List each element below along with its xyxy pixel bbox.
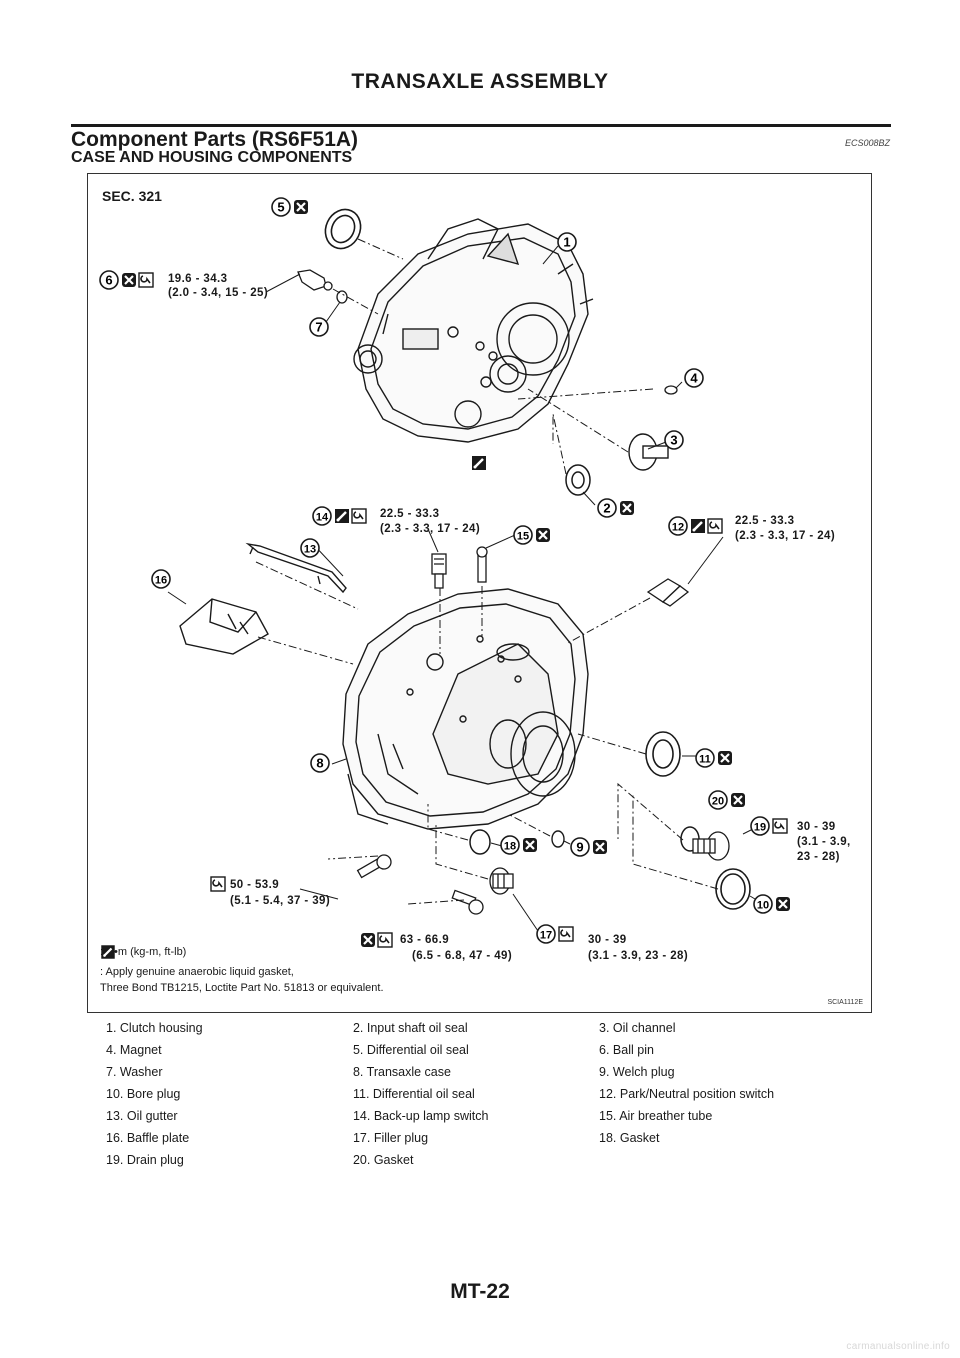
parts-item: 9. Welch plug	[599, 1065, 675, 1079]
parts-item: 12. Park/Neutral position switch	[599, 1087, 775, 1101]
parts-row: 16. Baffle plate 17. Filler plug 18. Gaske…	[106, 1127, 846, 1149]
back-up-lamp-switch-14	[431, 553, 447, 589]
exploded-view-figure: SEC. 321	[87, 173, 872, 1013]
exploded-view-drawing	[167, 208, 766, 932]
differential-oil-seal-5	[324, 208, 362, 250]
sec-label: SEC. 321	[102, 188, 162, 204]
parts-row: 7. Washer 8. Transaxle case 9. Welch plug	[106, 1061, 846, 1083]
ball-pin-6	[297, 269, 333, 291]
title-rule	[71, 124, 891, 127]
parts-item: 20. Gasket	[352, 1153, 414, 1167]
subsection-title: CASE AND HOUSING COMPONENTS	[71, 149, 353, 166]
parts-item: 8. Transaxle case	[352, 1065, 451, 1079]
torque-label-17: 30 - 39(3.1 - 3.9, 23 - 28)	[588, 934, 689, 962]
parts-item: 4. Magnet	[106, 1043, 162, 1057]
legend-torque: : N•m (kg-m, ft-lb)	[100, 944, 384, 960]
parts-list: 1. Clutch housing 2. Input shaft oil seal…	[106, 1017, 846, 1171]
parts-item: 19. Drain plug	[106, 1153, 184, 1167]
watermark: carmanualsonline.info	[846, 1341, 950, 1352]
oil-gutter-13	[245, 542, 347, 594]
gasket-18	[469, 829, 491, 855]
input-shaft-oil-seal-2	[565, 464, 591, 496]
torque-label-bolt-lower: 63 - 66.9(6.5 - 6.8, 47 - 49)	[400, 934, 513, 962]
magnet-4	[664, 385, 678, 395]
parts-item: 13. Oil gutter	[106, 1109, 178, 1123]
legend-gasket-text: : Apply genuine anaerobic liquid gasket,…	[100, 966, 384, 994]
oil-channel-3	[628, 433, 669, 471]
welch-plug-9	[551, 830, 565, 848]
washer-7	[336, 290, 348, 304]
parts-item: 6. Ball pin	[599, 1043, 654, 1057]
park-neutral-position-switch-12	[646, 578, 690, 607]
differential-oil-seal-11	[645, 731, 681, 777]
drain-plug-19	[692, 831, 730, 861]
liquid-gasket-icon	[100, 945, 116, 959]
parts-item: 14. Back-up lamp switch	[352, 1109, 489, 1123]
parts-row: 13. Oil gutter 14. Back-up lamp switch 15.…	[106, 1105, 846, 1127]
parts-item: 16. Baffle plate	[106, 1131, 190, 1145]
clutch-housing-drawing	[353, 218, 594, 443]
parts-item: 5. Differential oil seal	[352, 1043, 469, 1057]
case-bolt-lower-left	[356, 854, 392, 879]
air-breather-tube-15	[476, 546, 488, 583]
section-title: Component Parts (RS6F51A)	[71, 128, 359, 151]
torque-label-19: 30 - 39(3.1 - 3.9,23 - 28)	[797, 821, 851, 863]
torque-label-bolt: 50 - 53.9(5.1 - 5.4, 37 - 39)	[230, 879, 331, 907]
leader-lines-upper	[332, 238, 654, 475]
parts-row: 1. Clutch housing 2. Input shaft oil seal…	[106, 1017, 846, 1039]
parts-row: 19. Drain plug 20. Gasket	[106, 1149, 846, 1171]
leader-lines-lower	[255, 561, 719, 905]
figure-legend: : N•m (kg-m, ft-lb) : Apply genuine anae…	[100, 944, 384, 996]
parts-item: 15. Air breather tube	[599, 1109, 713, 1123]
parts-item: 10. Bore plug	[106, 1087, 181, 1101]
callout-leaders	[167, 245, 766, 932]
parts-item: 17. Filler plug	[352, 1131, 429, 1145]
parts-item: 11. Differential oil seal	[352, 1087, 475, 1101]
legend-gasket: : Apply genuine anaerobic liquid gasket,…	[100, 945, 384, 996]
case-bolt-lower-mid	[451, 889, 484, 915]
figure-code: SCIA1112E	[827, 999, 863, 1006]
torque-label-12: 22.5 - 33.3(2.3 - 3.3, 17 - 24)	[735, 515, 836, 542]
section-code: ECS008BZ	[844, 138, 890, 148]
parts-item: 7. Washer	[106, 1065, 163, 1079]
filler-plug-17	[489, 867, 514, 895]
parts-row: 4. Magnet 5. Differential oil seal 6. Ball…	[106, 1039, 846, 1061]
page-number: MT-22	[450, 1280, 510, 1303]
parts-item: 3. Oil channel	[599, 1021, 676, 1035]
torque-label-6: 19.6 - 34.3(2.0 - 3.4, 15 - 25)	[168, 273, 269, 299]
parts-item: 18. Gasket	[599, 1131, 660, 1145]
torque-label-14: 22.5 - 33.3(2.3 - 3.3, 17 - 24)	[380, 508, 481, 535]
parts-item: 2. Input shaft oil seal	[352, 1021, 468, 1035]
bore-plug-10	[715, 868, 751, 910]
transaxle-case-drawing	[342, 588, 589, 830]
parts-item: 1. Clutch housing	[106, 1021, 203, 1035]
parts-row: 10. Bore plug 11. Differential oil seal 12…	[106, 1083, 846, 1105]
baffle-plate-16	[179, 598, 269, 655]
page-header: TRANSAXLE ASSEMBLY	[351, 70, 609, 93]
